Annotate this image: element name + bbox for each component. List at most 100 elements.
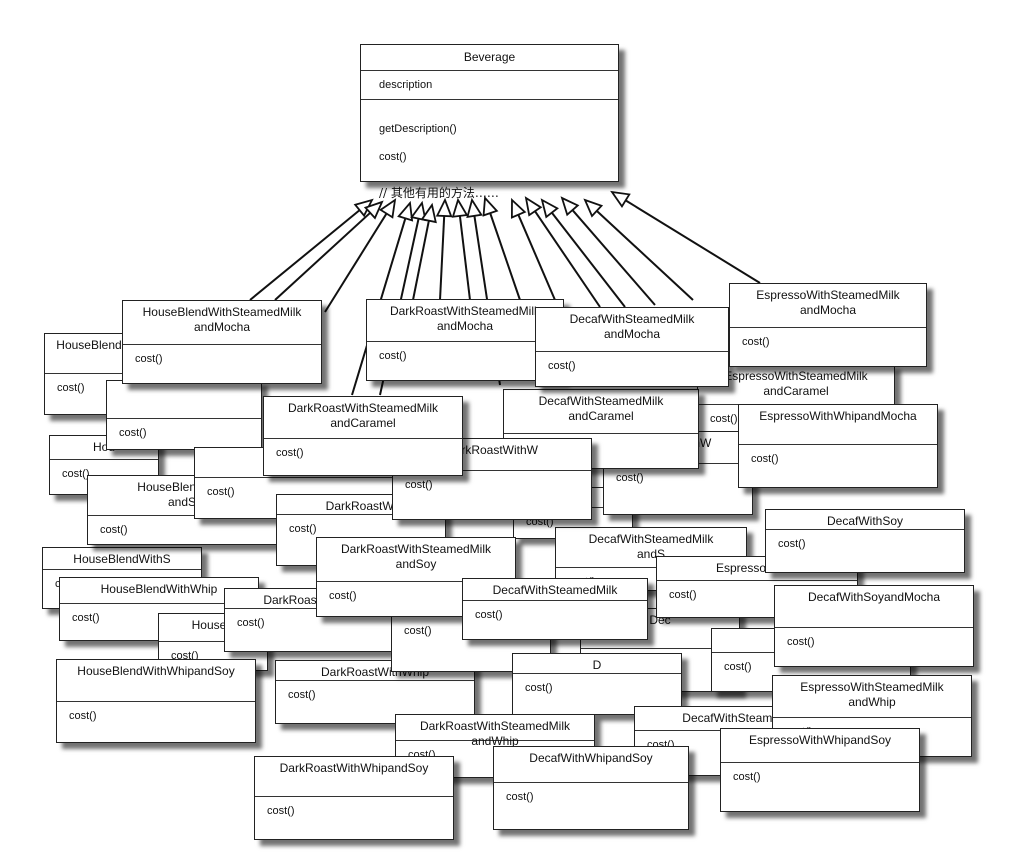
- inheritance-arrow: [540, 198, 626, 308]
- method-cost: cost(): [506, 791, 534, 803]
- class-box-espressowithsteamedmilk-andmocha[interactable]: EspressoWithSteamedMilk andMocha cost(): [729, 283, 927, 367]
- inheritance-arrow: [274, 200, 384, 301]
- arrow-line: [439, 215, 446, 301]
- class-name: DarkRoastWi: [277, 495, 445, 515]
- class-box-espressowithwhipandsoy[interactable]: EspressoWithWhipandSoy cost(): [720, 728, 920, 812]
- arrow-line: [458, 215, 471, 301]
- arrow-line: [534, 210, 601, 308]
- class-box-decafwithsoyandmocha[interactable]: DecafWithSoyandMocha cost(): [774, 585, 974, 667]
- class-name: EspressoWithSteamedMilk andMocha: [730, 284, 926, 328]
- arrow-head: [397, 200, 414, 222]
- inheritance-arrow: [451, 197, 471, 301]
- arrow-line: [324, 213, 388, 313]
- class-name: DarkRoastWithSteamedMilk andSoy: [317, 538, 515, 582]
- class-name: DecafWithSteamedMilk: [463, 579, 647, 601]
- comment-other-methods: // 其他有用的方法……: [379, 186, 499, 200]
- class-box-decafwithwhipandsoy[interactable]: DecafWithWhipandSoy cost(): [493, 746, 689, 830]
- method-cost: cost(): [751, 453, 779, 465]
- class-box-unnamed[interactable]: cost(): [106, 380, 262, 450]
- inheritance-arrow: [524, 196, 601, 308]
- class-box-houseblendwithwhipandsoy[interactable]: HouseBlendWithWhipandSoy cost(): [56, 659, 256, 743]
- method-cost: cost(): [276, 447, 304, 459]
- arrow-head: [378, 198, 397, 219]
- class-name: EspressoWithWhipandSoy: [721, 729, 919, 763]
- method-cost: cost(): [62, 468, 90, 480]
- class-name: Beverage: [361, 45, 618, 71]
- class-name: HouseB: [159, 614, 267, 642]
- inheritance-arrow: [610, 190, 761, 284]
- arrow-line: [412, 220, 430, 301]
- class-name: HouseBlendWithS: [43, 548, 201, 570]
- method-cost: cost(): [288, 689, 316, 701]
- arrow-line: [625, 199, 761, 284]
- class-name: DarkRoastWithSteamedMilk andWhip: [396, 715, 594, 748]
- arrow-head: [524, 196, 543, 217]
- method-cost: cost(): [379, 151, 407, 163]
- class-name: DarkRoastWithSteamedMilk andMocha: [367, 300, 563, 342]
- method-cost: cost(): [742, 336, 770, 348]
- class-box-darkroastwithsteamedmilk-andsoy[interactable]: DarkRoastWithSteamedMilk andSoy cost(): [316, 537, 516, 617]
- method-cost: cost(): [289, 523, 317, 535]
- method-cost: cost(): [710, 413, 738, 425]
- class-box-darkroastwithwhipandsoy[interactable]: DarkRoastWithWhipandSoy cost(): [254, 756, 454, 840]
- class-box-darkroastwithsteamedmilk-andcaramel[interactable]: DarkRoastWithSteamedMilk andCaramel cost(…: [263, 396, 463, 476]
- method-cost: cost(): [404, 625, 432, 637]
- arrow-head: [435, 197, 453, 218]
- inheritance-arrow: [412, 202, 437, 301]
- class-name: DecafWithSoyandMocha: [775, 586, 973, 628]
- class-name: DecafWithSteamedMilk andS: [556, 528, 746, 568]
- class-name: DecafWithWhipandSoy: [494, 747, 688, 783]
- inheritance-arrow: [510, 197, 559, 308]
- method-cost: cost(): [57, 382, 85, 394]
- arrow-line: [596, 210, 694, 301]
- method-getdescription: getDescription(): [379, 123, 457, 135]
- class-name: DarkRoastWithSteamedMilk andCaramel: [264, 397, 462, 439]
- class-box-darkroastwithsteamedmilk-andmocha[interactable]: DarkRoastWithSteamedMilk andMocha cost(): [366, 299, 564, 381]
- method-cost: cost(): [207, 486, 235, 498]
- method-cost: cost(): [669, 589, 697, 601]
- arrow-head: [410, 200, 427, 222]
- method-cost: cost(): [778, 538, 806, 550]
- arrow-line: [274, 212, 371, 301]
- method-cost: cost(): [267, 805, 295, 817]
- arrow-line: [517, 214, 559, 308]
- method-cost: cost(): [548, 360, 576, 372]
- arrow-line: [489, 212, 521, 301]
- arrow-head: [466, 197, 483, 218]
- method-cost: cost(): [733, 771, 761, 783]
- arrow-head: [540, 198, 559, 219]
- method-cost: cost(): [69, 710, 97, 722]
- arrow-line: [551, 212, 626, 308]
- arrow-head: [363, 200, 384, 220]
- inheritance-arrow: [560, 196, 656, 306]
- class-name: HouseBlendWithWhipandSoy: [57, 660, 255, 702]
- class-name: HouseBlendWithWhip: [60, 578, 258, 604]
- class-name: HouseBlend: [45, 334, 133, 374]
- arrow-head: [560, 196, 580, 217]
- arrow-head: [510, 197, 527, 219]
- beverage-class[interactable]: Beverage description getDescription() co…: [360, 44, 619, 200]
- class-name: EspressoWithSteamedMilk andWhip: [773, 676, 971, 718]
- method-cost: cost(): [379, 350, 407, 362]
- arrow-head: [451, 197, 469, 218]
- attribute-description: description: [361, 71, 618, 100]
- method-cost: cost(): [329, 590, 357, 602]
- method-cost: cost(): [787, 636, 815, 648]
- class-name: DarkRoastWithWhipandSoy: [255, 757, 453, 797]
- class-name: DarkRoastWithW: [393, 439, 591, 471]
- inheritance-arrow: [435, 197, 453, 301]
- method-cost: cost(): [616, 472, 644, 484]
- method-cost: cost(): [135, 353, 163, 365]
- arrow-line: [571, 209, 656, 306]
- arrow-head: [482, 195, 499, 217]
- inheritance-arrow: [482, 195, 521, 301]
